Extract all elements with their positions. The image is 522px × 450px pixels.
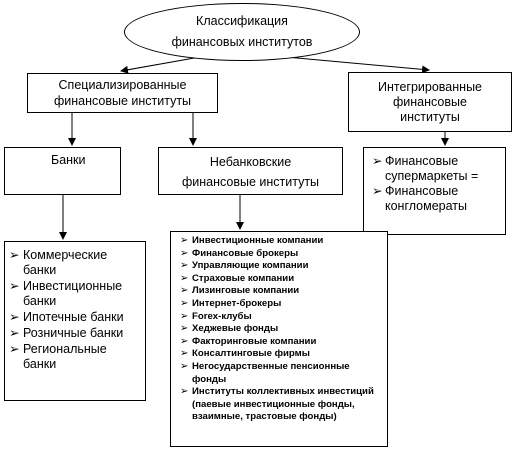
list-item: ➢Институты коллективных инвестиций (паев… [180,386,374,423]
arrow-bullet-icon: ➢ [180,297,189,309]
specialized-node: Специализированные финансовые институты [27,73,218,113]
banks-list: ➢Коммерческие банки ➢Инвестиционные банк… [9,248,143,372]
arrow-bullet-icon: ➢ [180,235,189,246]
specialized-line2: финансовые институты [53,94,192,108]
nonbank-line1: Небанковские [209,155,292,169]
nonbank-node: Небанковские финансовые институты [158,147,343,195]
arrow-bullet-icon: ➢ [180,310,189,322]
list-item: ➢Финансовые конгломераты [372,184,468,213]
arrow-bullet-icon: ➢ [9,279,20,293]
arrow-bullet-icon: ➢ [372,184,383,198]
list-item: ➢Управляющие компании [180,260,309,272]
list-item: ➢Региональные банки [9,342,107,371]
nonbank-line2: финансовые институты [181,175,320,189]
integrated-line2: финансовые [393,95,467,109]
arrow-bullet-icon: ➢ [9,248,20,262]
list-item: ➢Инвестиционные компании [180,235,324,246]
banks-label: Банки [51,153,86,167]
banks-node: Банки [4,147,121,195]
specialized-line1: Специализированные [58,78,187,92]
arrow-bullet-icon: ➢ [180,335,189,347]
arrow-root-to-integrated [285,56,430,74]
arrow-bullet-icon: ➢ [180,386,189,398]
arrow-bullet-icon: ➢ [180,360,189,372]
list-item: ➢Негосударственные пенсионные фонды [180,360,350,385]
arrow-bullet-icon: ➢ [9,310,20,324]
arrow-bullet-icon: ➢ [180,272,189,284]
list-item: ➢Розничные банки [9,326,124,340]
nonbank-list: ➢Инвестиционные компании ➢Финансовые бро… [180,235,385,424]
list-item: ➢Финансовые супермаркеты = [372,154,479,183]
list-item: ➢Факторинговые компании [180,335,317,347]
list-item: ➢Консалтинговые фирмы [180,348,310,360]
list-item: ➢Ипотечные банки [9,310,124,324]
arrow-bullet-icon: ➢ [180,323,189,335]
arrow-bullet-icon: ➢ [9,326,20,340]
list-item: ➢Коммерческие банки [9,248,108,277]
arrow-bullet-icon: ➢ [9,342,20,356]
arrow-root-to-specialized [120,56,201,74]
arrow-bullet-icon: ➢ [180,260,189,272]
arrow-bullet-icon: ➢ [372,154,383,168]
arrow-bullet-icon: ➢ [180,348,189,360]
list-item: ➢Финансовые брокеры [180,247,299,259]
integrated-node: Интегрированные финансовые институты [348,72,512,132]
nonbank-list-node: ➢Инвестиционные компании ➢Финансовые бро… [170,231,388,447]
list-item: ➢Лизинговые компании [180,285,300,297]
banks-list-node: ➢Коммерческие банки ➢Инвестиционные банк… [4,241,146,401]
integrated-line1: Интегрированные [377,80,483,94]
arrow-bullet-icon: ➢ [180,247,189,259]
list-item: ➢Хеджевые фонды [180,323,279,335]
list-item: ➢Интернет-брокеры [180,297,282,309]
arrow-bullet-icon: ➢ [180,285,189,297]
list-item: ➢Страховые компании [180,272,295,284]
root-title-line2: финансовых институтов [171,35,313,49]
integrated-line3: институты [400,110,460,124]
list-item: ➢Forex-клубы [180,310,252,322]
root-node: Классификация финансовых институтов [124,3,360,61]
root-title-line1: Классификация [196,14,288,28]
integrated-list: ➢Финансовые супермаркеты = ➢Финансовые к… [372,154,501,214]
list-item: ➢Инвестиционные банки [9,279,123,308]
integrated-list-node: ➢Финансовые супермаркеты = ➢Финансовые к… [363,147,506,235]
